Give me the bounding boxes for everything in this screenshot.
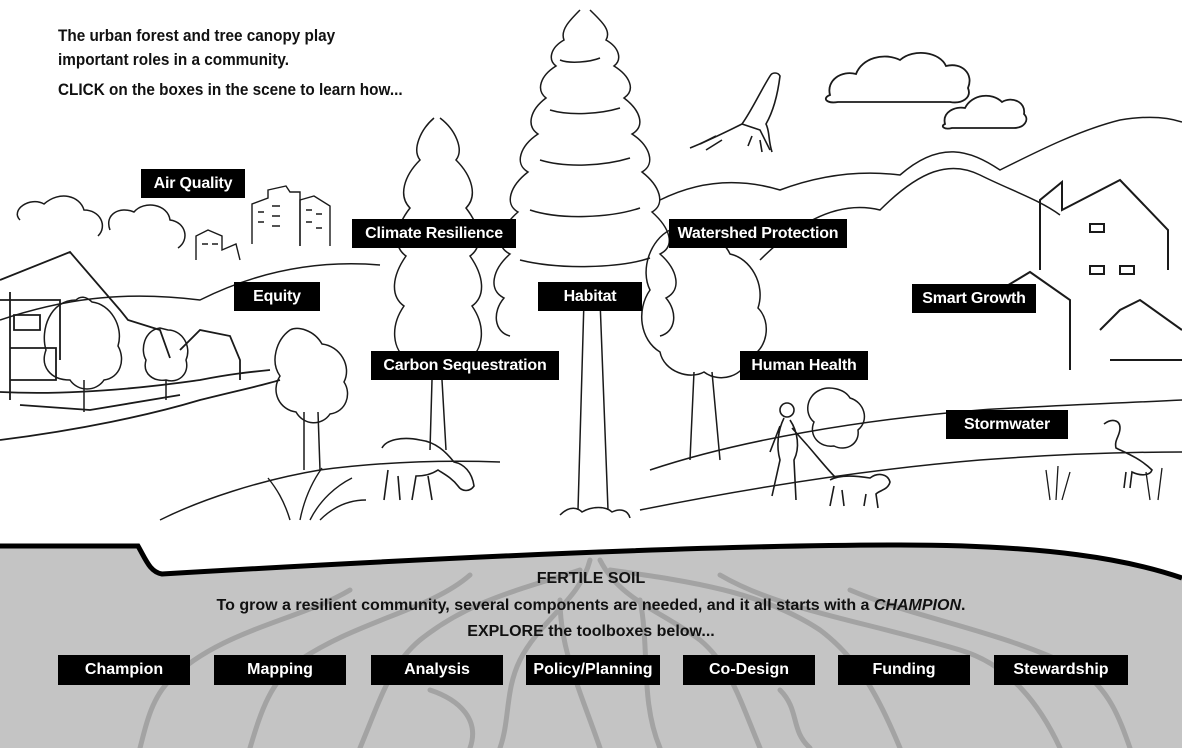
toolbox-co-design-button[interactable]: Co-Design	[683, 655, 815, 685]
left-conifer	[393, 117, 483, 451]
hawk-illustration	[689, 72, 781, 153]
climate-resilience-box[interactable]: Climate Resilience	[352, 219, 516, 248]
heron-illustration	[1103, 419, 1153, 489]
clouds	[824, 52, 1028, 130]
fertile-soil-heading: FERTILE SOIL	[536, 570, 646, 587]
champion-emphasis: CHAMPION	[873, 597, 961, 614]
stormwater-box[interactable]: Stormwater	[946, 410, 1068, 439]
explore-toolboxes-text: EXPLORE the toolboxes below...	[467, 623, 715, 640]
fern-plants	[267, 467, 367, 521]
toolbox-analysis-button[interactable]: Analysis	[371, 655, 503, 685]
left-houses	[0, 250, 281, 441]
deer-illustration	[381, 437, 475, 501]
left-trees	[16, 195, 189, 412]
right-houses	[999, 178, 1182, 370]
central-evergreen-tree	[493, 9, 677, 519]
ground-edge-line	[0, 542, 1182, 581]
dog-illustration	[807, 445, 891, 509]
habitat-box[interactable]: Habitat	[538, 282, 642, 311]
toolbox-funding-button[interactable]: Funding	[838, 655, 970, 685]
intro-line-2: important roles in a community.	[58, 50, 289, 69]
watershed-protection-box[interactable]: Watershed Protection	[669, 219, 847, 248]
fertile-soil-description: To grow a resilient community, several c…	[0, 597, 1182, 615]
toolbox-champion-button[interactable]: Champion	[58, 655, 190, 685]
right-deciduous-trees	[274, 228, 866, 471]
fertile-soil-ground	[0, 545, 1182, 748]
carbon-sequestration-box[interactable]: Carbon Sequestration	[371, 351, 559, 380]
air-quality-box[interactable]: Air Quality	[141, 169, 245, 198]
intro-line-1: The urban forest and tree canopy play	[58, 26, 336, 45]
toolbox-stewardship-button[interactable]: Stewardship	[994, 655, 1128, 685]
toolbox-policy-planning-button[interactable]: Policy/Planning	[526, 655, 660, 685]
woman-walking	[769, 402, 809, 501]
human-health-box[interactable]: Human Health	[740, 351, 868, 380]
background-mountains	[0, 116, 1182, 321]
soil-body-prefix: To grow a resilient community, several c…	[216, 597, 874, 614]
smart-growth-box[interactable]: Smart Growth	[912, 284, 1036, 313]
grass-tufts	[1045, 465, 1163, 501]
intro-text: The urban forest and tree canopy play im…	[58, 24, 403, 102]
city-buildings	[195, 185, 331, 261]
toolbox-mapping-button[interactable]: Mapping	[214, 655, 346, 685]
soil-body-suffix: .	[961, 597, 966, 614]
equity-box[interactable]: Equity	[234, 282, 320, 311]
intro-line-3: CLICK on the boxes in the scene to learn…	[58, 80, 403, 99]
